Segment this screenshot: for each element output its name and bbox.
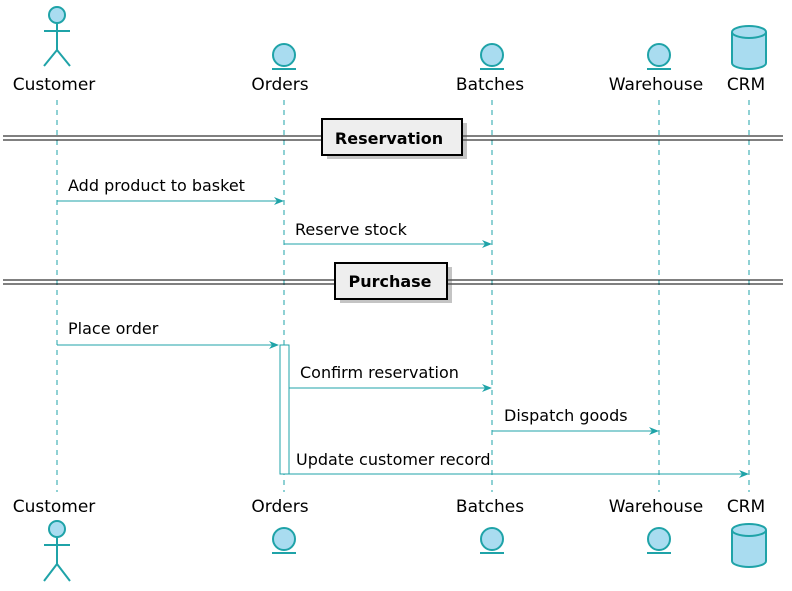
entity-icon <box>647 527 671 554</box>
separator-label: Reservation <box>335 129 443 148</box>
message-add-product: Add product to basket <box>57 176 284 205</box>
participant-crm-top: CRM <box>727 25 767 95</box>
participant-label: Batches <box>456 497 524 517</box>
message-update-record: Update customer record <box>289 450 749 478</box>
participant-crm-bottom: CRM <box>727 497 767 568</box>
participant-batches-top: Batches <box>456 43 524 95</box>
entity-icon <box>480 527 504 554</box>
entity-icon <box>272 527 296 554</box>
message-label: Dispatch goods <box>504 406 628 425</box>
participant-batches-bottom: Batches <box>456 497 524 554</box>
database-icon <box>731 25 767 70</box>
message-label: Update customer record <box>296 450 491 469</box>
participant-orders-top: Orders <box>251 43 309 95</box>
separator-reservation: Reservation <box>3 118 783 159</box>
separator-purchase: Purchase <box>3 262 783 303</box>
participant-warehouse-bottom: Warehouse <box>609 497 703 554</box>
entity-icon <box>647 43 671 70</box>
participant-label: Warehouse <box>609 497 703 517</box>
participant-warehouse-top: Warehouse <box>609 43 703 95</box>
message-confirm-reservation: Confirm reservation <box>289 363 492 392</box>
message-reserve-stock: Reserve stock <box>284 220 492 248</box>
separator-label: Purchase <box>348 272 431 291</box>
actor-icon <box>43 6 71 67</box>
message-label: Place order <box>68 319 159 338</box>
message-dispatch-goods: Dispatch goods <box>492 406 659 435</box>
activation-bar-orders <box>279 344 290 475</box>
participant-label: Customer <box>13 497 96 517</box>
message-place-order: Place order <box>57 319 279 349</box>
message-label: Add product to basket <box>68 176 245 195</box>
participant-label: Orders <box>251 497 308 517</box>
message-label: Reserve stock <box>295 220 408 239</box>
actor-icon <box>43 520 71 582</box>
entity-icon <box>272 43 296 70</box>
participant-label: Customer <box>13 75 96 95</box>
participant-customer-bottom: Customer <box>13 497 96 582</box>
message-label: Confirm reservation <box>300 363 459 382</box>
participant-label: CRM <box>727 497 765 517</box>
participant-label: CRM <box>727 75 765 95</box>
participant-label: Warehouse <box>609 75 703 95</box>
participant-label: Batches <box>456 75 524 95</box>
participant-orders-bottom: Orders <box>251 497 309 554</box>
entity-icon <box>480 43 504 70</box>
participant-customer-top: Customer <box>13 6 96 95</box>
database-icon <box>731 523 767 568</box>
participant-label: Orders <box>251 75 308 95</box>
